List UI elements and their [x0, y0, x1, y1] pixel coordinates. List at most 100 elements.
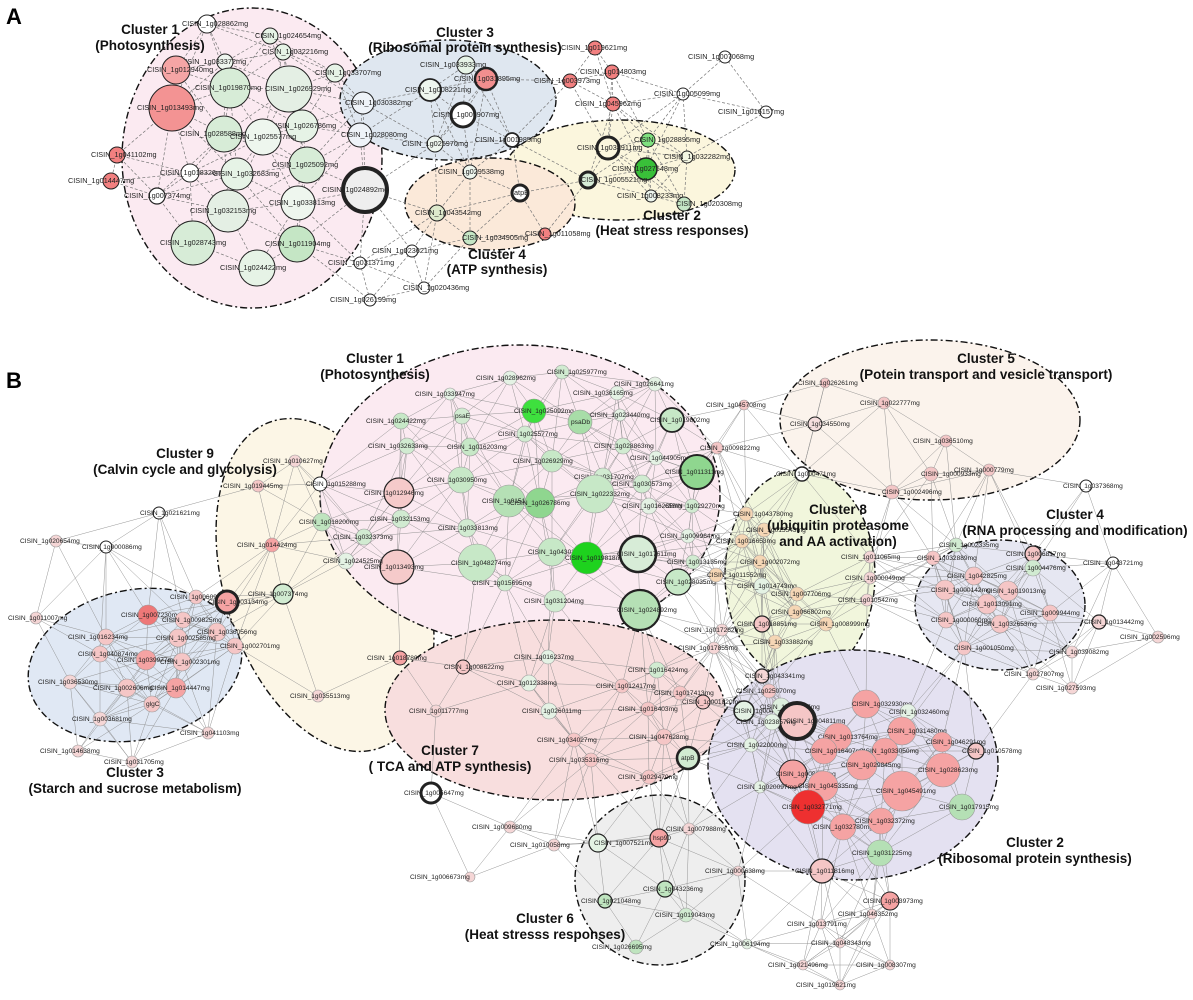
node[interactable]: CISIN_1g029538mg — [438, 164, 504, 180]
node[interactable]: CISIN_1g000471mg — [776, 466, 836, 482]
node[interactable]: CISIN_1g011007mg — [8, 611, 68, 625]
node[interactable]: CISIN_1g002585mg — [156, 628, 216, 648]
node[interactable]: CISIN_1g032780mg — [813, 813, 873, 841]
node[interactable]: atpB — [675, 745, 701, 771]
node[interactable]: CISIN_1g066802mg — [771, 604, 831, 620]
node[interactable]: CISIN_1g011777mg — [409, 704, 469, 718]
node[interactable]: CISIN_1g000142mg — [931, 579, 991, 601]
node[interactable]: CISIN_1g025070mg — [736, 683, 796, 699]
node[interactable]: CISIN_1g010542mg — [838, 593, 898, 607]
node[interactable]: CISIN_1g027548mg — [612, 157, 678, 181]
node[interactable]: CISIN_1g016403mg — [618, 701, 678, 717]
node[interactable]: CISIN_1g043780mg — [733, 506, 793, 522]
node[interactable]: CISIN_1g006194mg — [710, 938, 770, 950]
node[interactable]: CISIN_1g018780mg — [367, 650, 427, 666]
node[interactable]: CISIN_1g001820mg — [682, 694, 742, 710]
node[interactable]: CISIN_1g026929mg — [513, 449, 573, 473]
node[interactable]: CISIN_1g008221mg — [405, 78, 471, 102]
node[interactable]: CISIN_1g019621mg — [561, 40, 627, 56]
node[interactable]: CISIN_1g042825mg — [947, 566, 1007, 586]
node[interactable]: CISIN_1g002606mg — [93, 678, 153, 698]
node[interactable]: CISIN_1g017855mg — [678, 641, 738, 655]
node[interactable]: psaE — [453, 407, 471, 425]
node[interactable]: CISIN_1g043236mg — [643, 880, 703, 898]
node[interactable]: CISIN_1g006091mg — [170, 589, 230, 605]
node[interactable]: CISIN_1g027593mg — [1036, 681, 1096, 695]
node[interactable]: CISIN_1g033050mg — [859, 737, 919, 765]
node[interactable]: CISIN_1g004476mg — [1006, 559, 1066, 577]
node[interactable]: CISIN_1g017915mg — [939, 793, 999, 821]
node[interactable]: CISIN_1g015113mg — [482, 484, 542, 518]
node[interactable]: CISIN_1g011058mg — [525, 227, 591, 241]
node[interactable]: CISIN_1g031204mg — [524, 589, 584, 613]
node[interactable]: CISIN_1g014424mg — [237, 537, 297, 553]
node[interactable]: CISIN_1g026786mg — [270, 109, 336, 143]
node[interactable]: CISIN_1g028962mg — [476, 370, 536, 386]
node[interactable]: CISIN_1g033933mg — [420, 55, 486, 75]
node[interactable]: CISIN_1g036165mg — [573, 385, 633, 401]
node[interactable]: CISIN_1g039082mg — [1049, 645, 1109, 659]
node[interactable]: CISIN_1g013135mg — [667, 554, 727, 570]
node[interactable]: CISIN_1g026261mg — [798, 377, 858, 389]
node[interactable]: CISIN_1g038911mg — [577, 135, 643, 161]
node[interactable]: CISIN_1g026011mg — [522, 702, 582, 720]
node[interactable]: CISIN_1g021496mg — [768, 959, 828, 971]
node[interactable]: psaDb — [567, 409, 593, 435]
node[interactable]: CISIN_1g010058mg — [510, 838, 570, 852]
node[interactable]: CISIN_1g010578mg — [962, 742, 1022, 760]
node[interactable]: CISIN_1g019870mg — [195, 67, 261, 109]
node[interactable]: CISIN_1g032683mg — [213, 157, 279, 191]
node[interactable]: CISIN_1g007374mg — [124, 187, 190, 205]
node[interactable]: CISIN_1g019043mg — [655, 907, 715, 923]
node[interactable]: CISIN_1g023857mg — [736, 713, 796, 731]
node[interactable]: CISIN_1g019802mg — [650, 407, 710, 433]
node[interactable]: CISIN_1g024422mg — [220, 249, 286, 287]
node[interactable]: CISIN_1g043341mg — [745, 668, 805, 684]
node[interactable]: CISIN_1g032216mg — [262, 43, 328, 61]
node[interactable]: CISIN_1g041102mg — [91, 146, 157, 164]
node[interactable]: CISIN_1g019013mg — [986, 580, 1046, 602]
node[interactable]: CISIN_1g001050mg — [954, 640, 1014, 656]
node[interactable]: atpB — [510, 183, 530, 203]
node[interactable]: CISIN_1g020097mg — [737, 780, 797, 794]
node[interactable]: CISIN_1g031705mg — [104, 755, 164, 769]
node[interactable]: CISIN_1g003973mg — [863, 891, 923, 911]
node[interactable]: CISIN_1g039977mg — [117, 649, 177, 671]
node[interactable]: CISIN_1g029270mg — [665, 498, 725, 514]
node[interactable]: CISIN_1g025092mg — [272, 146, 338, 184]
node[interactable]: CISIN_1g005099mg — [654, 87, 720, 101]
node[interactable]: CISIN_1g015695mg — [472, 574, 532, 592]
node[interactable]: CISIN_1g023440mg — [590, 408, 650, 422]
node[interactable]: CISIN_1g007706mg — [771, 586, 831, 602]
node[interactable]: CISIN_1g007068mg — [688, 50, 754, 64]
node[interactable]: CISIN_1g032282mg — [664, 150, 730, 164]
node[interactable]: CISIN_1g019621mg — [796, 979, 856, 991]
node[interactable]: CISIN_1g035513mg — [290, 689, 350, 703]
node[interactable]: CISIN_1g000933mg — [921, 466, 981, 482]
node[interactable]: CISIN_1g007374mg — [248, 583, 308, 605]
node[interactable]: CISIN_1g011065mg — [841, 550, 901, 564]
node[interactable]: CISIN_1g016653mg — [716, 533, 776, 549]
node[interactable]: CISIN_1g033947mg — [415, 387, 475, 401]
node[interactable]: CISIN_1g033813mg — [438, 518, 498, 538]
node[interactable]: CISIN_1g031480mg — [887, 716, 947, 746]
node[interactable]: CISIN_1g003973mg — [534, 73, 600, 89]
node[interactable]: CISIN_1g016237mg — [514, 649, 574, 665]
node[interactable]: CISIN_1g028588mg — [180, 115, 246, 153]
node[interactable]: CISIN_1g006673mg — [410, 871, 476, 883]
node[interactable]: CISIN_1g002072mg — [740, 554, 800, 570]
node[interactable]: CISIN_1g019445mg — [223, 479, 283, 493]
node[interactable]: CISIN_1g015543mg — [746, 522, 806, 538]
node[interactable]: CISIN_1g000779mg — [954, 463, 1014, 477]
node[interactable]: CISIN_1g031371mg — [328, 256, 394, 270]
node[interactable]: CISIN_1g014447mg — [68, 172, 134, 190]
node[interactable]: CISIN_1g025577mg — [230, 118, 296, 156]
node[interactable]: CISIN_1g025577mg — [498, 425, 558, 443]
node[interactable]: CISIN_1g016265mg — [622, 497, 682, 515]
node[interactable]: CISIN_1g016234mg — [68, 628, 128, 646]
node[interactable]: CISIN_1g034550mg — [790, 416, 850, 432]
node[interactable]: CISIN_1g037368mg — [1063, 479, 1123, 493]
node[interactable]: CISIN_1g032372mg — [855, 807, 915, 835]
node[interactable]: CISIN_1g045708mg — [706, 399, 766, 411]
node[interactable]: CISIN_1g006817mg — [1006, 545, 1066, 563]
